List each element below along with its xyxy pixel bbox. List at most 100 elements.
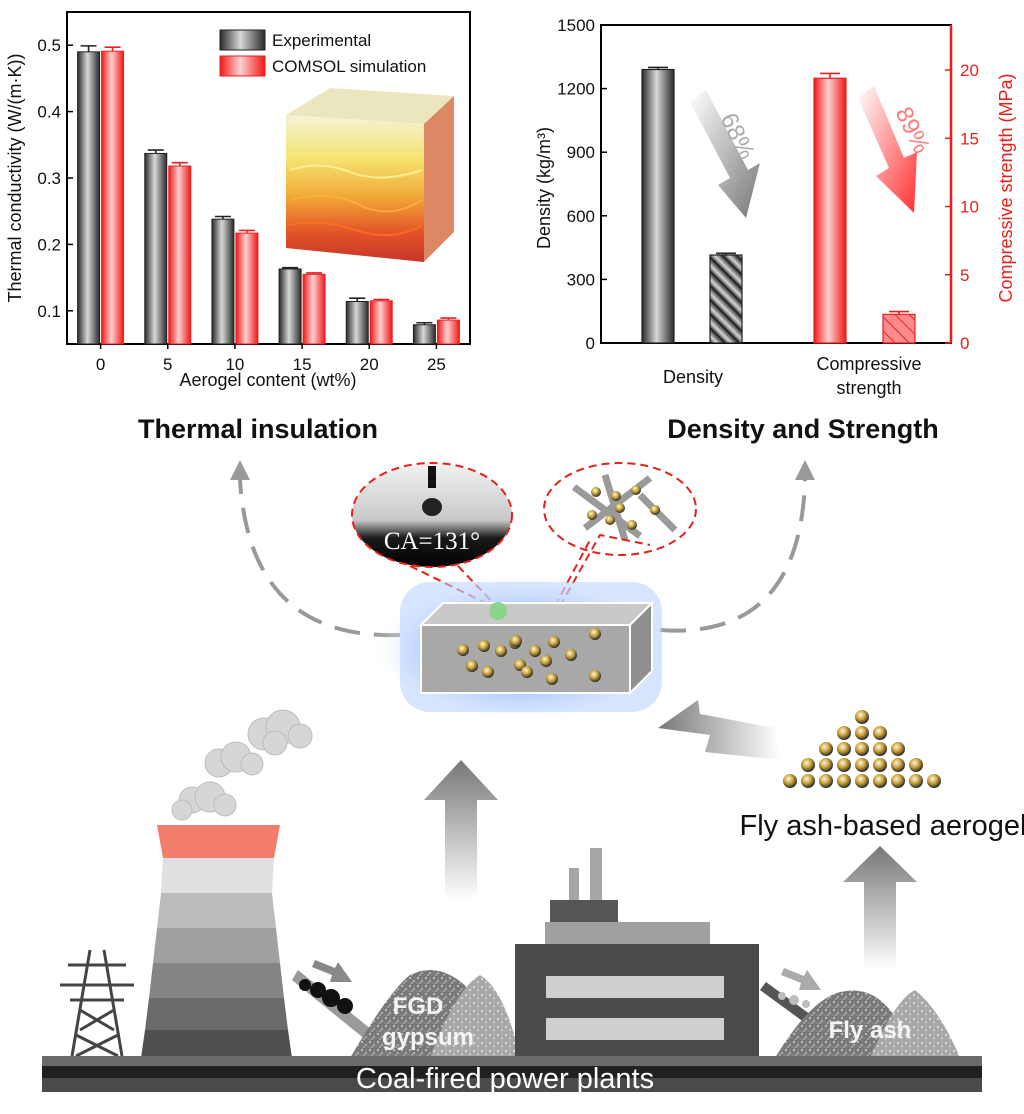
error-bar (440, 317, 457, 321)
aerogel-particle-icon (855, 758, 869, 772)
aerogel-particle-icon (801, 774, 815, 788)
bar-simulation-25 (436, 319, 460, 345)
cooling-tower-icon (141, 825, 292, 1058)
fgd-label-line1: FGD (393, 993, 444, 1020)
chart2-category-strength-line1: Compressive (816, 354, 921, 374)
error-bar (306, 272, 323, 275)
fiber-zoom-bubble (543, 462, 697, 556)
aerogel-particle-icon (819, 742, 833, 756)
fly-ash-label: Fly ash (829, 1017, 912, 1044)
dashed-arrow-left-head (230, 460, 250, 480)
chart1-y-ticks: 0.10.20.30.40.5 (37, 36, 73, 321)
coal-direction-arrow (312, 960, 352, 982)
aerogel-particle-icon (819, 758, 833, 772)
legend-swatch-experimental (219, 29, 266, 51)
legend-swatch-simulation (219, 55, 266, 77)
aerogel-particle-icon (819, 774, 833, 788)
aerogel-particle-icon (801, 758, 815, 772)
chart1-legend: Experimental COMSOL simulation (219, 29, 426, 77)
aerogel-particle-icon (855, 726, 869, 740)
fly-ash-aerogel-label: Fly ash-based aerogel (740, 810, 1024, 842)
bar-density-0 (641, 68, 675, 344)
aerogel-particle-icon (873, 758, 887, 772)
arrow-fgd-to-board (424, 760, 498, 900)
dashed-arrow-left (238, 479, 401, 638)
droplet-on-board-icon (489, 602, 507, 620)
aerogel-particle-icon (783, 774, 797, 788)
aerogel-particle-icon (837, 758, 851, 772)
dashed-arrow-right (659, 479, 807, 633)
bar-experimental-15 (278, 268, 302, 345)
y2-tick-label: 15 (960, 129, 979, 148)
bar-simulation-15 (302, 273, 326, 345)
error-bar (349, 297, 366, 302)
power-plants-label: Coal-fired power plants (356, 1063, 654, 1095)
x-tick-label: 20 (360, 355, 379, 374)
error-bar (282, 266, 299, 269)
y-tick-label: 600 (567, 207, 595, 226)
error-bar (373, 298, 390, 301)
y2-tick-label: 20 (960, 61, 979, 80)
coal-lumps (299, 979, 353, 1014)
bar-strength-0 (813, 77, 847, 344)
aerogel-particle-icon (873, 774, 887, 788)
y-tick-label: 0.5 (37, 36, 61, 55)
aerogel-particle-icon (909, 758, 923, 772)
aerogel-particle-icon (873, 742, 887, 756)
x-tick-label: 25 (427, 355, 446, 374)
strength-reduction-arrow: 89% (858, 86, 935, 213)
bar-experimental-10 (211, 218, 235, 345)
bar-density-1 (709, 254, 743, 344)
bar-experimental-25 (412, 324, 436, 345)
x-tick-label: 10 (225, 355, 244, 374)
aerogel-particle-icon (873, 726, 887, 740)
legend-experimental: Experimental (272, 31, 371, 50)
factory-icon (515, 848, 759, 1060)
heading-density-strength: Density and Strength (667, 414, 939, 444)
error-bar (104, 46, 121, 52)
aerogel-particle-pile (783, 710, 941, 788)
dashed-arrow-right-head (795, 460, 815, 480)
aerogel-particle-icon (909, 774, 923, 788)
chart1-y-axis-label: Thermal conductivity (W/(m·K)) (5, 53, 25, 302)
chart2-category-strength-line2: strength (836, 378, 901, 398)
smoke-clouds (171, 709, 313, 821)
y-tick-label: 1500 (557, 16, 595, 35)
dashed-cycle-arrows (238, 479, 807, 638)
error-bar (716, 252, 736, 256)
y-tick-label: 900 (567, 143, 595, 162)
fly-ash-pile-back (870, 990, 960, 1058)
fgd-gypsum-pile-back (430, 975, 520, 1058)
aerogel-particle-icon (891, 742, 905, 756)
error-bar (889, 310, 909, 315)
error-bar (214, 215, 231, 220)
bar-simulation-20 (369, 300, 393, 345)
chart2-y2-axis-label: Compressive strength (MPa) (996, 73, 1016, 302)
error-bar (80, 45, 97, 52)
x-tick-label: 5 (163, 355, 172, 374)
transmission-tower-icon (60, 949, 134, 1058)
arrow-flyash-to-aerogel (843, 846, 917, 970)
bar-experimental-0 (77, 51, 101, 345)
y-tick-label: 1200 (557, 80, 595, 99)
x-tick-label: 15 (293, 355, 312, 374)
needle-icon (428, 466, 436, 488)
y-tick-label: 0.1 (37, 302, 61, 321)
flyash-direction-arrow (781, 968, 821, 990)
ground-top (42, 1056, 982, 1066)
contact-angle-bubble: CA=131° (351, 462, 513, 568)
error-bar (238, 229, 255, 234)
aerogel-particle-icon (855, 742, 869, 756)
bar-strength-1 (882, 313, 916, 344)
error-bar (820, 72, 840, 79)
chart1-x-axis-label: Aerogel content (wt%) (179, 370, 356, 390)
chart2-category-density: Density (663, 367, 723, 387)
error-bar (416, 321, 433, 325)
error-bar (648, 66, 668, 70)
aerogel-particle-icon (855, 774, 869, 788)
